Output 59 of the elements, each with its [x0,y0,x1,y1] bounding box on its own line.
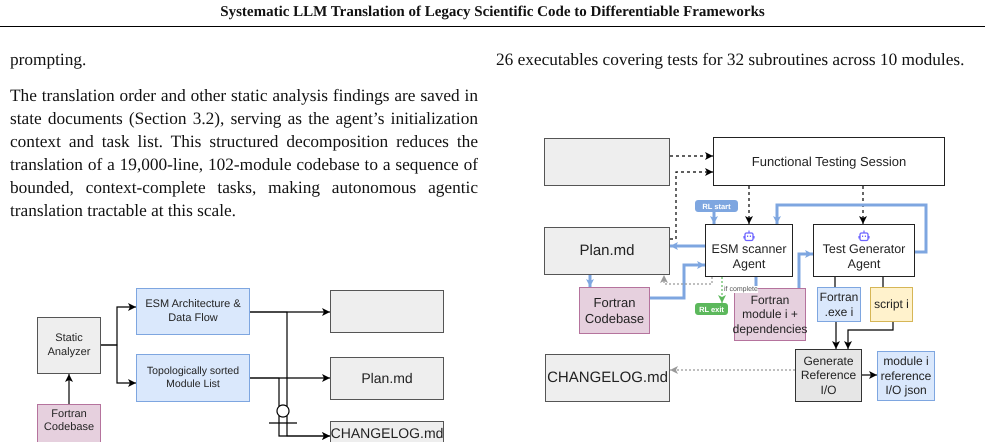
connector-line [882,277,884,287]
arrow [670,168,713,240]
process-box [136,288,250,335]
arrow [586,275,594,287]
arrow [710,212,718,224]
source-box [37,404,101,442]
page-title: Systematic LLM Translation of Legacy Scientific Code to Differentiable Frameworks [219,4,766,21]
arrow [832,322,840,349]
box-label: Test Generator Agent [822,242,906,272]
session-box [713,137,945,186]
box-label: ESM Architecture & Data Flow [144,298,242,325]
box-label: ESM scanner Agent [710,242,788,272]
arrow [844,322,894,349]
box-label: Fortran module i + dependencies [732,292,808,336]
process-box [37,317,101,374]
arrow [650,261,705,300]
document-box [544,227,670,275]
box-label: Fortran Codebase [584,294,646,326]
box-label: Fortran Codebase [42,408,96,434]
file-box [870,287,913,322]
agent-box [705,224,793,277]
box-label: CHANGELOG.md [547,369,668,387]
box-label: CHANGELOG.md [330,425,444,442]
dotted-arrow [718,277,726,303]
box-label: Plan.md [579,242,635,260]
arrow [745,186,753,224]
document-box [330,357,444,400]
paragraph: prompting. [10,49,88,71]
box-label: Generate Reference I/O [800,354,858,398]
arrow [65,374,73,404]
connector-line [834,277,836,287]
source-box [579,287,650,334]
document-box [544,138,670,186]
box-label: Functional Testing Session [752,154,906,170]
paragraph: The translation order and other static analysis findings are saved in state documents (Section 3.2), serving as the agent’s initialization context and task list. This structured decomposition reduces the translation of a 19,000-line, 102-module codebase to a sequence of bounded, context-complete tasks, making autonomous agentic translation tractable at this scale. [10,85,478,222]
arrow [862,371,877,379]
process-box [136,354,250,402]
tag [695,200,738,212]
arrow [101,344,136,387]
arrow [859,186,867,224]
arrow [670,242,705,250]
box-label: Plan.md [361,370,413,387]
tag [695,303,728,315]
box-label: Static Analyzer [46,332,92,359]
paragraph: 26 executables covering tests for 32 subroutines across 10 modules. [496,49,966,71]
document-box [545,354,670,402]
box-label: Fortran .exe i [818,290,860,319]
arrow [798,250,813,288]
document-box [330,290,444,333]
box-label: script i [874,297,909,312]
connector-line [754,277,758,288]
box-label: module i reference I/O json [880,354,932,398]
dotted-arrow [660,275,713,285]
agent-box [813,224,915,277]
arrow [670,152,713,160]
arrow [250,377,330,440]
box-label: Topologically sorted Module List [146,365,240,391]
dotted-arrow [670,366,795,374]
arrow [773,204,928,254]
